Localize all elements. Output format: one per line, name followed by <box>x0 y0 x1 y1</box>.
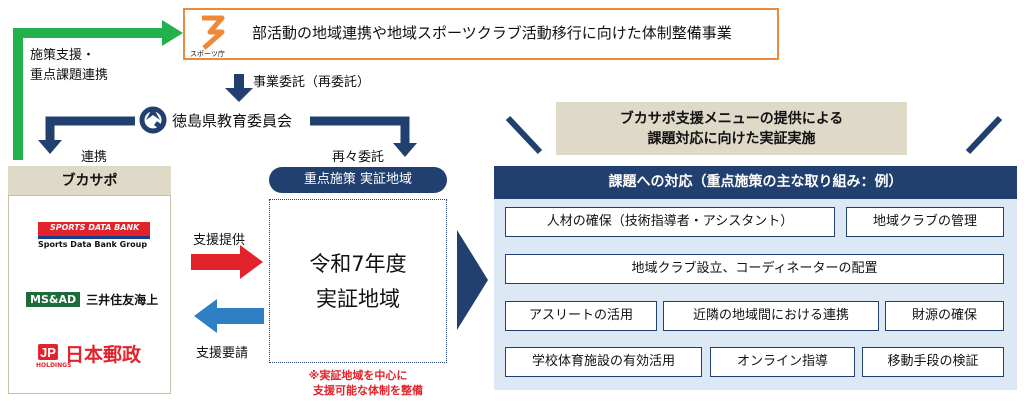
bukasapo-box <box>8 166 171 394</box>
priority-area-pill: 重点施策 実証地域 <box>269 167 447 193</box>
jissho-year: 令和7年度 <box>309 252 407 276</box>
initiatives-panel-header: 課題への対応（重点施策の主な取り組み：例） <box>494 166 1017 199</box>
recommission-arrow-head <box>393 143 417 157</box>
sports-agency-logo-text: スポーツ庁 <box>190 50 225 58</box>
msad-badge: MS&AD <box>26 291 81 307</box>
link-arrow <box>45 116 135 143</box>
sponsor-sports-data-bank: SPORTS DATA BANK Sports Data Bank Group <box>38 222 150 249</box>
green-arrow-head <box>162 20 183 46</box>
jissho-note-2: 支援可能な体制を整備 <box>313 384 423 397</box>
support-offer-arrow-shaft <box>191 254 243 270</box>
chip-club-setup: 地域クラブ設立、コーディネーターの配置 <box>505 254 1004 284</box>
sdb-sub-text: Sports Data Bank Group <box>38 240 148 249</box>
jissho-note-1: ※実証地域を中心に <box>308 369 408 382</box>
svg-text:JP: JP <box>40 345 56 360</box>
commission-label: 事業委託（再委託） <box>253 75 371 90</box>
bukasapo-header: ブカサポ <box>8 166 171 196</box>
chip-regional-cooperation: 近隣の地域間における連携 <box>663 301 879 331</box>
japan-post-name: 日本郵政 <box>65 344 142 366</box>
support-offer-label: 支援提供 <box>193 233 246 248</box>
chip-human-resources: 人材の確保（技術指導者・アシスタント） <box>505 207 835 237</box>
tokushima-emblem-icon <box>139 106 167 134</box>
sdb-logo-text: SPORTS DATA BANK <box>50 223 140 232</box>
chip-online-coaching: オンライン指導 <box>710 347 855 377</box>
banner-slash-left <box>505 115 543 155</box>
chip-funding: 財源の確保 <box>885 301 1004 331</box>
project-title: 部活動の地域連携や地域スポーツクラブ活動移行に向けた体制整備事業 <box>252 24 732 42</box>
recommission-label: 再々委託 <box>332 150 385 165</box>
menu-banner: ブカサポ支援メニューの提供による 課題対応に向けた実証実施 <box>556 102 907 155</box>
jissho-area: 実証地域 <box>316 287 400 311</box>
jissho-box <box>269 199 447 363</box>
support-offer-arrow-head <box>240 245 263 279</box>
msad-name: 三井住友海上 <box>86 292 159 307</box>
menu-banner-line2: 課題対応に向けた実証実施 <box>647 131 816 147</box>
link-arrow-head <box>38 140 62 154</box>
chip-transportation: 移動手段の検証 <box>862 347 1004 377</box>
chip-school-facilities: 学校体育施設の有効活用 <box>505 347 702 377</box>
top-project-box <box>183 8 779 60</box>
policy-support-label: 施策支援・ 重点課題連携 <box>30 48 109 83</box>
link-label: 連携 <box>81 150 108 165</box>
support-request-arrow-head <box>194 299 217 333</box>
recommission-arrow <box>310 116 410 145</box>
banner-slash-right <box>965 115 1003 155</box>
green-arrow <box>13 28 165 160</box>
chip-athletes: アスリートの活用 <box>505 301 657 331</box>
board-title: 徳島県教育委員会 <box>172 112 293 130</box>
sdb-logo-bar: SPORTS DATA BANK <box>38 222 150 236</box>
chip-club-management: 地域クラブの管理 <box>846 207 1004 237</box>
sdb-logo-underbar <box>38 236 150 239</box>
japan-post-logo-icon: JP <box>38 344 58 360</box>
support-request-label: 支援要請 <box>196 346 249 361</box>
support-request-arrow-shaft <box>214 308 264 324</box>
commission-arrow-head <box>225 88 253 102</box>
menu-banner-line1: ブカサポ支援メニューの提供による <box>619 111 844 127</box>
commission-arrow-shaft <box>234 74 244 90</box>
flow-chevron-icon <box>457 230 488 330</box>
sponsor-ms-ad: MS&AD 三井住友海上 <box>26 290 158 308</box>
sports-agency-logo-icon <box>202 15 225 50</box>
japan-post-holdings: HOLDINGS <box>36 362 72 369</box>
